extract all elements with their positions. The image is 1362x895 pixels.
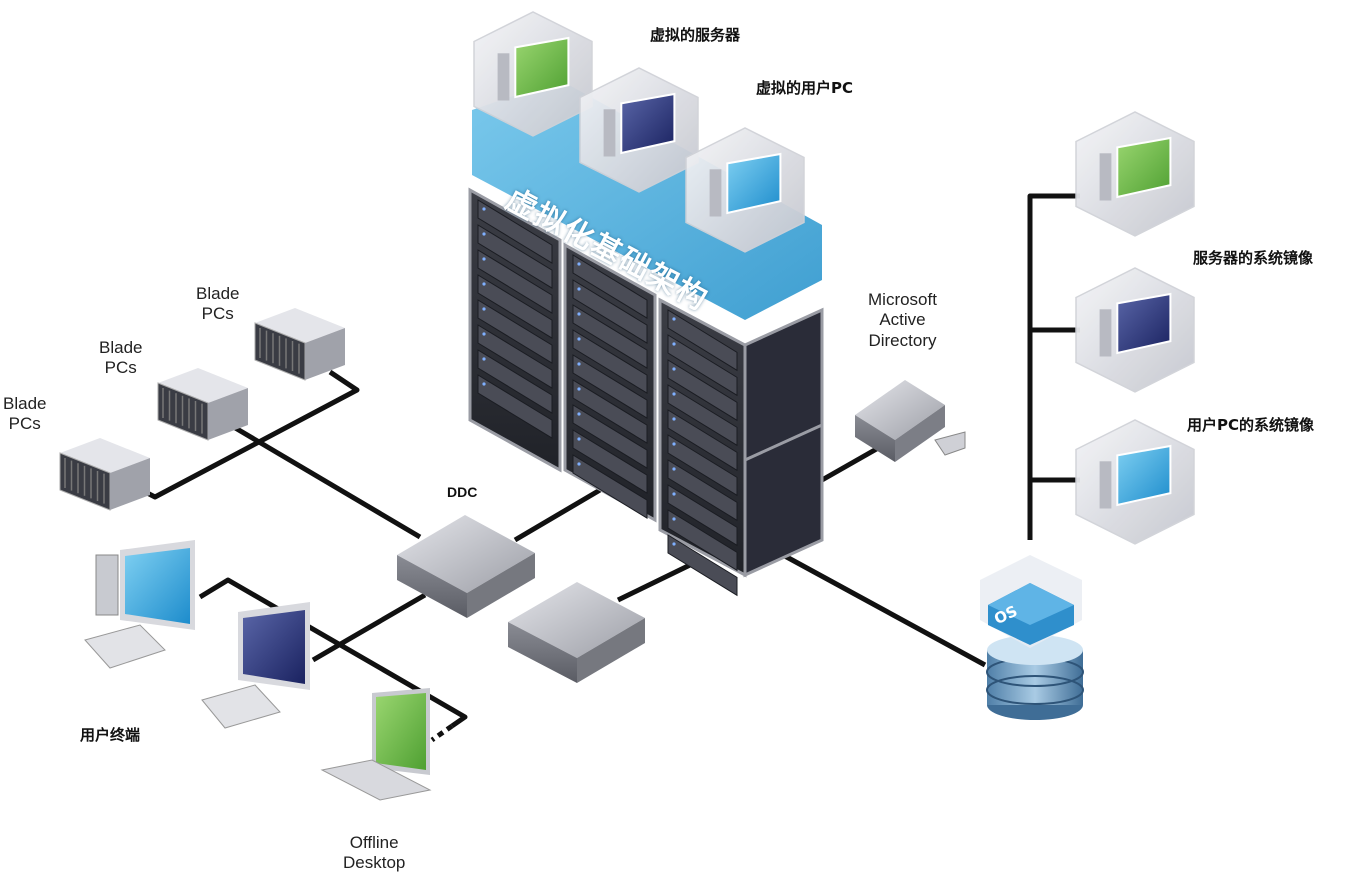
- connection-lines: [120, 193, 1080, 743]
- line-server2-to-racks: [616, 562, 692, 603]
- virtual-machine-cubes: [473, 11, 805, 253]
- label-virtual-user-pcs: 虚拟的用户PC: [756, 79, 854, 97]
- server-racks: [468, 187, 824, 597]
- label-blade-pcs-3: Blade PCs: [196, 284, 240, 324]
- rack-units: [477, 199, 738, 597]
- rack-unit: [572, 429, 648, 494]
- rack-unit: [572, 254, 648, 319]
- user-terminal-2: [201, 602, 310, 729]
- blade-pcs: [59, 308, 345, 511]
- image-cube-server: [1075, 111, 1195, 237]
- rack-unit: [667, 534, 738, 597]
- label-microsoft-active-directory: Microsoft Active Directory: [868, 290, 937, 350]
- rack-unit: [667, 434, 738, 497]
- rack-unit: [572, 304, 648, 369]
- rack-unit: [667, 384, 738, 447]
- blade-chassis: [254, 308, 345, 381]
- rack-unit: [477, 199, 553, 264]
- user-terminal-1: [84, 540, 195, 669]
- system-image-cubes: [1075, 111, 1195, 545]
- offline-laptop: [320, 688, 432, 801]
- label-virtual-servers: 虚拟的服务器: [650, 26, 741, 44]
- virtualization-band: [472, 80, 822, 320]
- rack-unit: [572, 379, 648, 444]
- label-blade-pcs-2: Blade PCs: [99, 338, 143, 378]
- line-laptop-dashed: [430, 723, 454, 743]
- rack-unit: [477, 349, 553, 414]
- line-ddc-to-racks: [513, 487, 602, 543]
- vm-cube-user-pc: [579, 67, 699, 193]
- rack-unit: [477, 249, 553, 314]
- line-blade2-to-ddc: [230, 423, 422, 540]
- rack-unit: [667, 484, 738, 547]
- label-user-pc-system-image: 用户PC的系统镜像: [1187, 416, 1315, 434]
- line-racks-to-storage: [781, 552, 987, 668]
- label-blade-pcs-1: Blade PCs: [3, 394, 47, 434]
- rack-unit: [572, 404, 648, 469]
- vm-cube-server: [473, 11, 593, 137]
- label-ddc: DDC: [447, 484, 478, 500]
- line-image-bus: [1027, 193, 1080, 540]
- os-storage: [980, 555, 1084, 720]
- image-cube-user-pc-2: [1075, 419, 1195, 545]
- label-offline-desktop: Offline Desktop: [343, 833, 406, 873]
- secondary-server: [508, 582, 645, 683]
- rack-unit: [667, 309, 738, 372]
- vm-cube-user-pc-2: [685, 127, 805, 253]
- rack-unit: [572, 329, 648, 394]
- rack-unit: [477, 324, 553, 389]
- label-user-terminals: 用户终端: [80, 726, 141, 744]
- rack-unit: [667, 334, 738, 397]
- blade-chassis: [157, 368, 248, 441]
- line-racks-to-ad: [820, 444, 882, 483]
- rack-unit: [572, 454, 648, 519]
- blade-chassis: [59, 438, 150, 511]
- line-terminal1-to-laptop: [198, 577, 468, 729]
- image-cube-user-pc: [1075, 267, 1195, 393]
- ddc-server: [397, 515, 535, 618]
- rack-unit: [667, 509, 738, 572]
- rack-unit: [667, 409, 738, 472]
- rack-unit: [667, 359, 738, 422]
- rack-unit: [572, 354, 648, 419]
- rack-unit: [477, 299, 553, 364]
- rack-unit: [477, 274, 553, 339]
- label-server-system-image: 服务器的系统镜像: [1193, 249, 1314, 267]
- line-ddc-to-terminal2: [311, 592, 427, 663]
- rack-unit: [667, 459, 738, 522]
- rack-unit: [572, 279, 648, 344]
- rack-unit: [477, 374, 553, 439]
- rack-unit: [477, 224, 553, 289]
- active-directory-device: [855, 380, 966, 462]
